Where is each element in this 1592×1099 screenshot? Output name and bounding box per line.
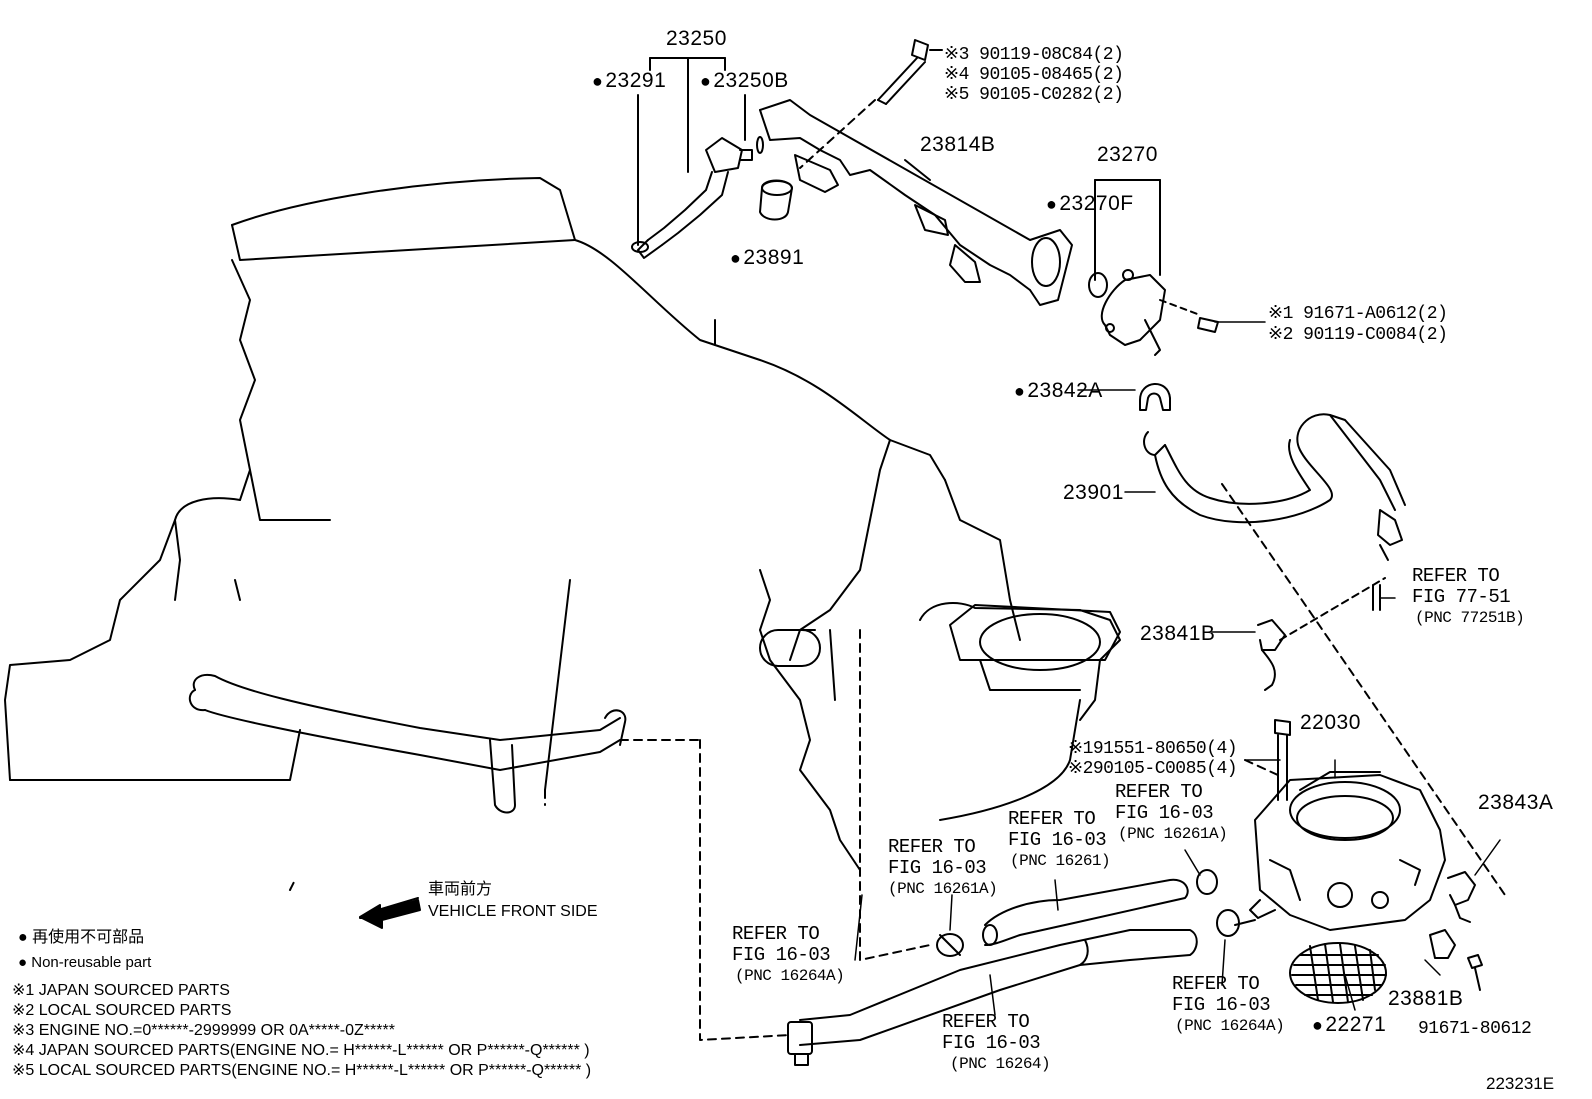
label-23270: 23270 <box>1097 143 1158 166</box>
refer-77-line3: (PNC 77251B) <box>1415 609 1525 627</box>
refer-16264-line3: (PNC 16264) <box>950 1055 1051 1073</box>
front-indicator-jp: 車両前方 <box>428 881 493 898</box>
stub-pipe <box>1372 584 1381 611</box>
label-23250B: 23250B <box>700 70 789 91</box>
intake-flange <box>949 604 1121 691</box>
bolt-top <box>799 39 943 169</box>
legend-nonreusable-jp-text: 再使用不可部品 <box>32 929 145 946</box>
refer-16261-line2: FIG 16-03 <box>1008 829 1107 851</box>
bolt-ref-5: ※2 90119-C0084(2) <box>1268 325 1448 345</box>
refer-16261a-left-line1: REFER TO <box>888 836 976 858</box>
fuel-injector <box>631 57 764 259</box>
bracket-23881B <box>1429 929 1483 991</box>
label-23814B: 23814B <box>920 133 996 156</box>
coolant-pipe-left <box>188 629 821 814</box>
gasket-22271 <box>1289 942 1387 1004</box>
legend-note-3: ※3 ENGINE NO.=0******-2999999 OR 0A*****… <box>12 1022 395 1039</box>
label-23891: 23891 <box>730 247 804 268</box>
refer-16264-line2: FIG 16-03 <box>942 1032 1041 1054</box>
bolt-ref-6: ※191551-80650(4) <box>1068 739 1238 759</box>
refer-16261a-right-line1: REFER TO <box>1115 781 1203 803</box>
legend-note-1: ※1 JAPAN SOURCED PARTS <box>12 982 230 999</box>
refer-16264-line1: REFER TO <box>942 1011 1030 1033</box>
label-23291: 23291 <box>592 70 666 91</box>
refer-16261a-left-line2: FIG 16-03 <box>888 857 987 879</box>
dashed-guides <box>289 483 1506 1041</box>
fuel-hose-23901 <box>1143 413 1406 561</box>
leader-lines <box>854 321 1501 1016</box>
insulator-23891 <box>759 179 793 221</box>
label-23841B: 23841B <box>1140 622 1216 645</box>
label-23250: 23250 <box>666 27 727 50</box>
refer-77-line2: FIG 77-51 <box>1412 586 1511 608</box>
label-23901: 23901 <box>1063 481 1124 504</box>
label-22271: 22271 <box>1312 1014 1386 1035</box>
label-23881B: 23881B <box>1388 987 1464 1010</box>
bullet-icon: ● <box>18 929 28 946</box>
bullet-icon: ● <box>18 954 28 971</box>
legend-note-5: ※5 LOCAL SOURCED PARTS(ENGINE NO.= H****… <box>12 1062 592 1079</box>
refer-16261a-right-line2: FIG 16-03 <box>1115 802 1214 824</box>
bolt-ref-3: ※5 90105-C0282(2) <box>944 85 1124 105</box>
refer-77-line1: REFER TO <box>1412 565 1500 587</box>
refer-16261-line1: REFER TO <box>1008 808 1096 830</box>
legend-note-4: ※4 JAPAN SOURCED PARTS(ENGINE NO.= H****… <box>12 1042 590 1059</box>
refer-16261-line3: (PNC 16261) <box>1010 852 1111 870</box>
figure-id: 223231E <box>1486 1074 1555 1093</box>
label-23842A: 23842A <box>1014 380 1103 401</box>
refer-16264a-left-line1: REFER TO <box>732 923 820 945</box>
legend-nonreusable-en-text: Non-reusable part <box>31 954 152 971</box>
refer-16261a-right-line3: (PNC 16261A) <box>1118 825 1228 843</box>
engine-block-outline <box>4 177 1121 871</box>
legend-nonreusable-jp: ● 再使用不可部品 <box>18 930 144 946</box>
throttle-bolt <box>1274 719 1291 801</box>
refer-16261a-left-line3: (PNC 16261A) <box>888 880 998 898</box>
legend-note-2: ※2 LOCAL SOURCED PARTS <box>12 1002 232 1019</box>
refer-16264a-left-line2: FIG 16-03 <box>732 944 831 966</box>
throttle-body-22030 <box>1249 771 1446 931</box>
front-indicator-en: VEHICLE FRONT SIDE <box>428 903 598 920</box>
bolt-ref-4: ※1 91671-A0612(2) <box>1268 304 1448 324</box>
bolt-ref-7: ※290105-C0085(4) <box>1068 759 1238 779</box>
refer-16264a-right-line3: (PNC 16264A) <box>1175 1017 1285 1035</box>
label-91671-80612: 91671-80612 <box>1418 1019 1532 1039</box>
refer-16264a-left-line3: (PNC 16264A) <box>735 967 845 985</box>
label-23843A: 23843A <box>1478 791 1554 814</box>
label-23270F: 23270F <box>1046 193 1134 214</box>
bolt-ref-1: ※3 90119-08C84(2) <box>944 45 1124 65</box>
fuel-delivery-pipe <box>759 99 1073 306</box>
front-arrow-icon <box>359 897 421 929</box>
clip-23842A <box>1139 383 1171 411</box>
refer-16264a-right-line2: FIG 16-03 <box>1172 994 1271 1016</box>
clip-23841B <box>1257 577 1386 691</box>
hoses-bottom <box>787 869 1256 1066</box>
bolt-ref-2: ※4 90105-08465(2) <box>944 65 1124 85</box>
legend-nonreusable-en: ● Non-reusable part <box>18 955 151 970</box>
label-22030: 22030 <box>1300 711 1361 734</box>
clip-23843A <box>1447 871 1476 923</box>
refer-16264a-right-line1: REFER TO <box>1172 973 1260 995</box>
